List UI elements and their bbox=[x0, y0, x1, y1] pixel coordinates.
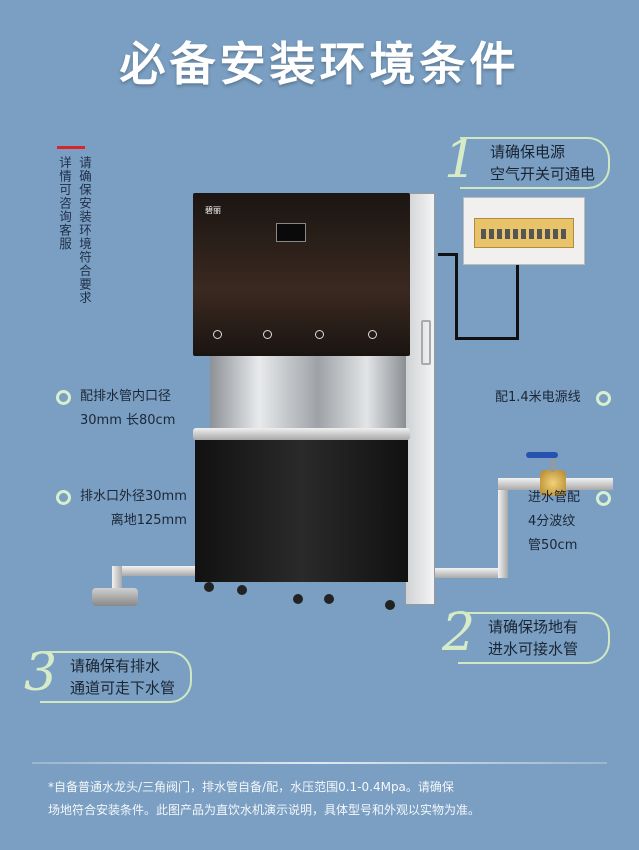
drain-outlet-spec-line1: 排水口外径30mm bbox=[80, 489, 187, 504]
breaker-switches bbox=[481, 229, 569, 239]
tap-button[interactable] bbox=[213, 330, 222, 339]
bullet-circle-icon bbox=[56, 390, 71, 405]
power-cable-segment bbox=[516, 262, 519, 340]
power-cable-segment bbox=[455, 253, 458, 339]
inlet-pipe bbox=[420, 568, 508, 578]
callout-1-line1: 请确保电源 bbox=[490, 143, 566, 161]
callout-1: 请确保电源 空气开关可通电 bbox=[460, 137, 610, 189]
machine-top-panel: 碧丽 bbox=[193, 193, 410, 356]
breaker-box bbox=[463, 197, 585, 265]
inlet-spec-line3: 管50cm bbox=[528, 538, 578, 553]
drain-pipe bbox=[120, 566, 200, 576]
drain-pipe-spec-line2: 30mm 长80cm bbox=[80, 413, 176, 428]
callout-3: 请确保有排水 通道可走下水管 bbox=[40, 651, 192, 703]
red-divider bbox=[57, 146, 85, 149]
drain-pipe-elbow bbox=[112, 566, 122, 592]
breaker-panel bbox=[474, 218, 574, 248]
machine-steel-panel bbox=[210, 350, 406, 435]
callout-1-line2: 空气开关可通电 bbox=[490, 165, 596, 183]
callout-3-line2: 通道可走下水管 bbox=[70, 679, 176, 697]
callout-3-line1: 请确保有排水 bbox=[70, 657, 161, 675]
callout-2-line2: 进水可接水管 bbox=[488, 640, 579, 658]
tap-button[interactable] bbox=[368, 330, 377, 339]
machine-cabinet bbox=[195, 440, 408, 582]
tap-button[interactable] bbox=[315, 330, 324, 339]
callout-2: 请确保场地有 进水可接水管 bbox=[458, 612, 610, 664]
side-note-contact: 详情可咨询客服 bbox=[57, 156, 72, 251]
inlet-pipe-vertical bbox=[498, 485, 508, 578]
wheel bbox=[293, 594, 303, 604]
footer-divider bbox=[32, 762, 607, 764]
tap-button[interactable] bbox=[263, 330, 272, 339]
footer-line1: *自备普通水龙头/三角阀门，排水管自备/配，水压范围0.1-0.4Mpa。请确保 bbox=[48, 780, 454, 794]
callout-2-line1: 请确保场地有 bbox=[488, 618, 579, 636]
drip-tray bbox=[193, 428, 410, 440]
display-screen bbox=[276, 223, 306, 242]
brand-logo: 碧丽 bbox=[205, 206, 221, 215]
side-note-requirement: 请确保安装环境符合要求 bbox=[77, 156, 92, 305]
inlet-spec-line2: 4分波纹 bbox=[528, 514, 576, 529]
wheel bbox=[237, 585, 247, 595]
drain-pipe-spec: 配排水管内口径 30mm 长80cm bbox=[80, 385, 175, 433]
wheel bbox=[204, 582, 214, 592]
inlet-pipe-spec: 进水管配 4分波纹 管50cm bbox=[528, 486, 580, 558]
page-title: 必备安装环境条件 bbox=[119, 37, 520, 91]
side-handle bbox=[421, 320, 431, 365]
power-cable-segment bbox=[455, 337, 518, 340]
wheel bbox=[385, 600, 395, 610]
drain-pipe-spec-line1: 配排水管内口径 bbox=[80, 389, 172, 404]
bullet-circle-icon bbox=[596, 391, 611, 406]
footer-note: *自备普通水龙头/三角阀门，排水管自备/配，水压范围0.1-0.4Mpa。请确保… bbox=[48, 776, 618, 822]
wheel bbox=[324, 594, 334, 604]
power-cord-spec: 配1.4米电源线 bbox=[495, 390, 581, 405]
drain-outlet-spec: 排水口外径30mm 离地125mm bbox=[80, 485, 187, 533]
power-cable bbox=[438, 253, 458, 256]
inlet-spec-line1: 进水管配 bbox=[528, 490, 581, 505]
bullet-circle-icon bbox=[56, 490, 71, 505]
footer-line2: 场地符合安装条件。此图产品为直饮水机演示说明，具体型号和外观以实物为准。 bbox=[48, 803, 481, 817]
valve-stem bbox=[551, 456, 555, 472]
drain-outlet-spec-line2: 离地125mm bbox=[110, 513, 187, 528]
bullet-circle-icon bbox=[596, 491, 611, 506]
valve-handle-icon bbox=[526, 452, 558, 458]
valve bbox=[540, 470, 566, 496]
floor-drain bbox=[92, 588, 138, 606]
